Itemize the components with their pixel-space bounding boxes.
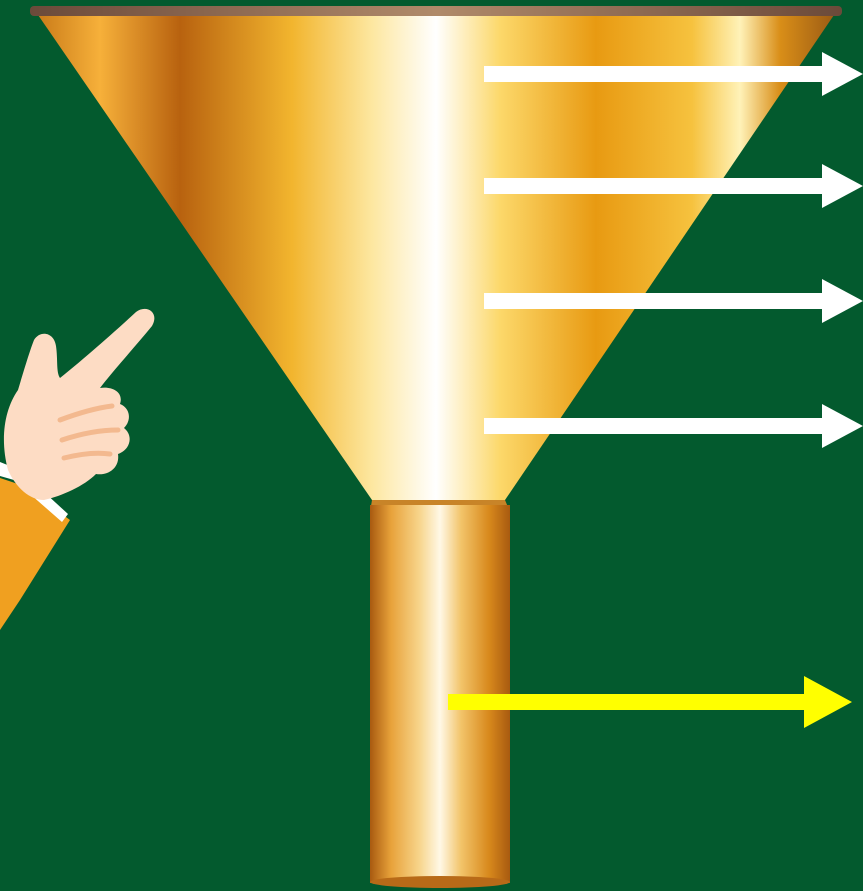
funnel-rim <box>30 6 842 16</box>
funnel-icon <box>30 6 842 888</box>
hand-palm <box>4 309 154 500</box>
funnel-tube-bottom <box>370 876 510 888</box>
pointing-hand-icon <box>0 309 154 630</box>
sleeve <box>0 478 70 630</box>
